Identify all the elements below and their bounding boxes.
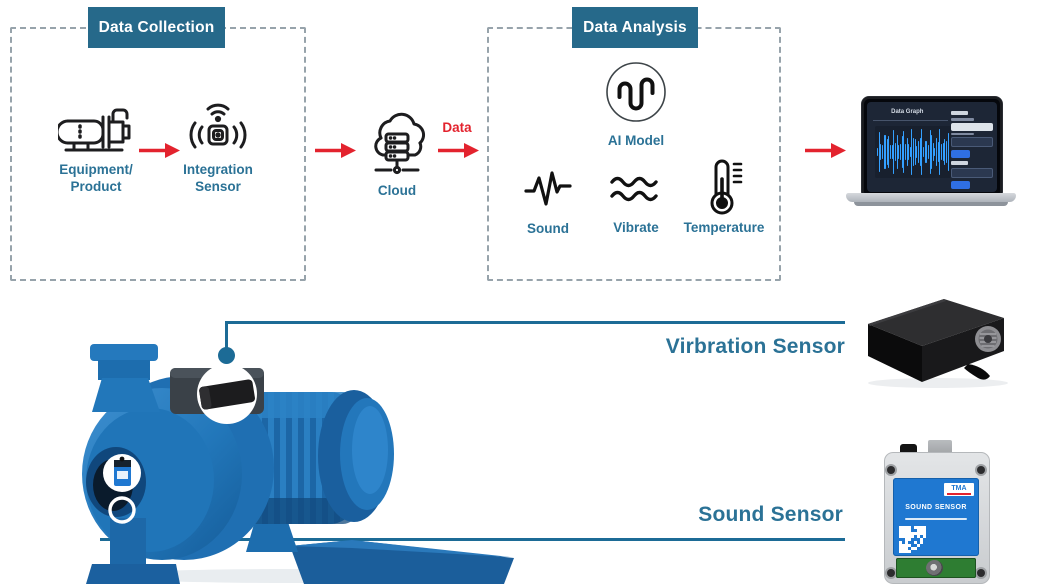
data-collection-title: Data Collection: [98, 18, 215, 36]
sound-callout-line: [100, 538, 845, 541]
data-flow-label: Data: [442, 120, 472, 135]
laptop-waveform: [875, 126, 951, 178]
panel-heading: [951, 161, 969, 165]
laptop-dashboard: Data Graph: [867, 102, 997, 192]
screw-hole: [977, 569, 985, 577]
vibrate-label: Vibrate: [613, 220, 659, 235]
integration-sensor-icon: [189, 103, 247, 149]
arrow-equipment-to-sensor: [139, 143, 180, 158]
vibration-callout-dot: [217, 347, 235, 364]
panel-field-label: [951, 132, 975, 135]
ai-model-icon: [606, 62, 666, 122]
laptop-base: [846, 193, 1016, 202]
panel-dropdown[interactable]: [951, 137, 993, 147]
arrow-cloud-to-analysis: [438, 143, 479, 158]
panel-dropdown[interactable]: [951, 168, 993, 178]
panel-text-input[interactable]: [951, 122, 993, 131]
vibration-callout-line-horizontal: [226, 321, 845, 324]
device-blue-label: TMA SOUND SENSOR: [893, 478, 979, 556]
sound-label: Sound: [527, 221, 569, 236]
screw-hole: [977, 466, 985, 474]
dashboard-divider: [873, 120, 949, 121]
laptop-camera-notch: [919, 99, 945, 103]
sound-wave-icon: [524, 171, 572, 206]
sound-sensor-callout-label: Sound Sensor: [698, 503, 843, 526]
arrow-analysis-to-laptop: [805, 143, 846, 158]
sound-sensor-photo: TMA SOUND SENSOR: [884, 440, 990, 584]
vibration-callout-line-vertical: [224, 321, 228, 350]
integration-sensor-label: Integration Sensor: [158, 161, 278, 195]
centrifugal-pump-photo: [82, 344, 514, 584]
equipment-label-line2: Product: [70, 179, 122, 194]
equipment-label: Equipment/ Product: [36, 161, 156, 195]
laptop-base-shadow: [854, 202, 1008, 206]
panel-primary-button[interactable]: [951, 181, 971, 189]
device-name-text: SOUND SENSOR: [905, 504, 967, 511]
laptop-screen: Data Graph: [861, 96, 1003, 196]
integration-sensor-label-line2: Sensor: [195, 179, 241, 194]
dashboard-title: Data Graph: [891, 109, 924, 115]
screw-hole: [887, 466, 895, 474]
arrow-collection-to-cloud: [315, 143, 356, 158]
cloud-label: Cloud: [377, 183, 417, 198]
temperature-icon: [710, 159, 743, 215]
data-collection-header: Data Collection: [88, 7, 225, 48]
equipment-pump-icon: [58, 108, 131, 152]
device-brand-logo: TMA: [944, 483, 974, 496]
qr-code: [899, 526, 926, 553]
cloud-server-icon: [374, 112, 426, 175]
pcb-microphone: [926, 560, 943, 576]
data-analysis-header: Data Analysis: [572, 7, 698, 48]
vibrate-waves-icon: [610, 176, 658, 202]
laptop-image: Data Graph: [846, 93, 1016, 211]
vibration-sensor-callout-label: Virbration Sensor: [665, 335, 845, 358]
data-analysis-title: Data Analysis: [583, 18, 687, 36]
mounted-sound-sensor: [114, 456, 131, 486]
panel-heading: [951, 111, 969, 115]
device-pcb: [896, 558, 976, 578]
dashboard-side-panel: [951, 108, 993, 189]
panel-primary-button[interactable]: [951, 150, 971, 158]
device-small-text-line: [905, 518, 967, 520]
vibration-sensor-photo: [868, 299, 1008, 388]
sound-location-ring: [108, 496, 136, 524]
panel-field-label: [951, 118, 975, 121]
integration-sensor-label-line1: Integration: [183, 162, 253, 177]
equipment-label-line1: Equipment/: [59, 162, 133, 177]
ai-model-label: AI Model: [607, 133, 665, 148]
temperature-label: Temperature: [683, 220, 765, 235]
screw-hole: [887, 569, 895, 577]
